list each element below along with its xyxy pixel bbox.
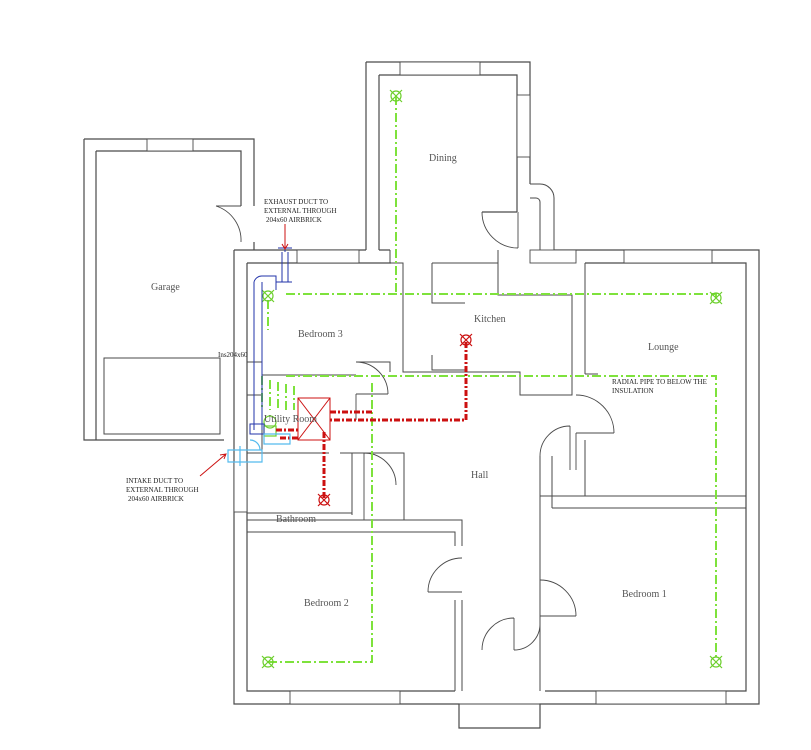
terminal-bed1-icon — [709, 655, 723, 669]
garage-walls — [83, 138, 255, 441]
dining-window-top — [399, 61, 481, 76]
kitchen-window — [529, 249, 577, 264]
kitchen-walls — [389, 250, 586, 374]
kitchen-counter — [402, 365, 573, 396]
note-exhaust-line1: EXHAUST DUCT TO — [264, 198, 328, 206]
lounge-window — [623, 249, 713, 264]
label-utility: Utility Room — [264, 414, 317, 425]
house-inner — [246, 262, 747, 692]
mvhr-unit — [297, 397, 331, 441]
bed2-walls — [247, 519, 463, 691]
pipe-bed2 — [268, 382, 373, 663]
note-radial-line1: RADIAL PIPE TO BELOW THE — [612, 378, 707, 386]
hall-cupboard-door — [539, 425, 571, 470]
entrance-step — [458, 703, 541, 729]
pipe-kitchen-extract — [330, 342, 468, 422]
garage-door — [103, 357, 221, 435]
supply-terminals — [261, 89, 723, 669]
bath-walls — [352, 452, 405, 521]
label-hall: Hall — [471, 470, 488, 481]
label-garage: Garage — [151, 282, 180, 293]
garage-side-door — [215, 205, 242, 243]
label-lounge: Lounge — [648, 342, 679, 353]
label-bedroom1: Bedroom 1 — [622, 589, 667, 600]
note-intake-line1: INTAKE DUCT TO — [126, 477, 183, 485]
annotations: EXHAUST DUCT TO EXTERNAL THROUGH 204x60 … — [126, 198, 707, 503]
extract-terminals — [317, 333, 473, 507]
pipe-utility-red-manifold — [276, 428, 298, 440]
bed2-window — [289, 690, 401, 705]
walls — [83, 61, 760, 729]
bed3-window — [296, 249, 360, 264]
label-bedroom2: Bedroom 2 — [304, 598, 349, 609]
pipe-bed1 — [286, 375, 717, 660]
dining-door — [481, 211, 519, 249]
room-labels: Garage Dining Kitchen Lounge Bedroom 3 U… — [151, 153, 679, 609]
terminal-lounge-icon — [709, 291, 723, 305]
terminal-kitchen-extract-icon — [459, 333, 473, 347]
dining-window-right — [516, 94, 531, 158]
bed2-door — [427, 557, 463, 593]
note-intake-line3: 204x60 AIRBRICK — [128, 495, 184, 503]
hall-walls — [539, 456, 746, 691]
bed1-window — [595, 690, 727, 705]
note-intake-line2: EXTERNAL THROUGH — [126, 486, 199, 494]
terminal-bed3-icon — [261, 289, 275, 303]
label-bedroom3: Bedroom 3 — [298, 329, 343, 340]
label-kitchen: Kitchen — [474, 314, 506, 325]
lounge-door — [575, 394, 615, 470]
label-bathroom: Bathroom — [276, 514, 316, 525]
dining-flue — [530, 183, 555, 250]
pipe-manifold — [261, 376, 295, 410]
pipe-lounge — [286, 293, 717, 298]
note-exhaust-line2: EXTERNAL THROUGH — [264, 207, 337, 215]
bath-door — [363, 452, 397, 520]
supply-pipes — [261, 96, 717, 663]
intake-leader — [199, 453, 227, 477]
extract-pipes — [276, 342, 468, 500]
intake-duct — [227, 433, 291, 466]
note-ins: Ins204x60 — [218, 351, 248, 359]
bed1-door — [539, 579, 577, 617]
terminal-bath-extract-icon — [317, 493, 331, 507]
dining-walls — [365, 61, 531, 250]
note-exhaust-line3: 204x60 AIRBRICK — [266, 216, 322, 224]
label-dining: Dining — [429, 153, 457, 164]
bed3-walls — [247, 361, 391, 521]
exhaust-leader — [281, 224, 289, 250]
garage-window — [146, 138, 194, 152]
terminal-bed2-icon — [261, 655, 275, 669]
bed3-door — [355, 361, 389, 420]
note-radial-line2: INSULATION — [612, 387, 654, 395]
terminal-dining-icon — [389, 89, 403, 103]
front-door — [481, 617, 541, 651]
bath-window — [233, 461, 248, 513]
